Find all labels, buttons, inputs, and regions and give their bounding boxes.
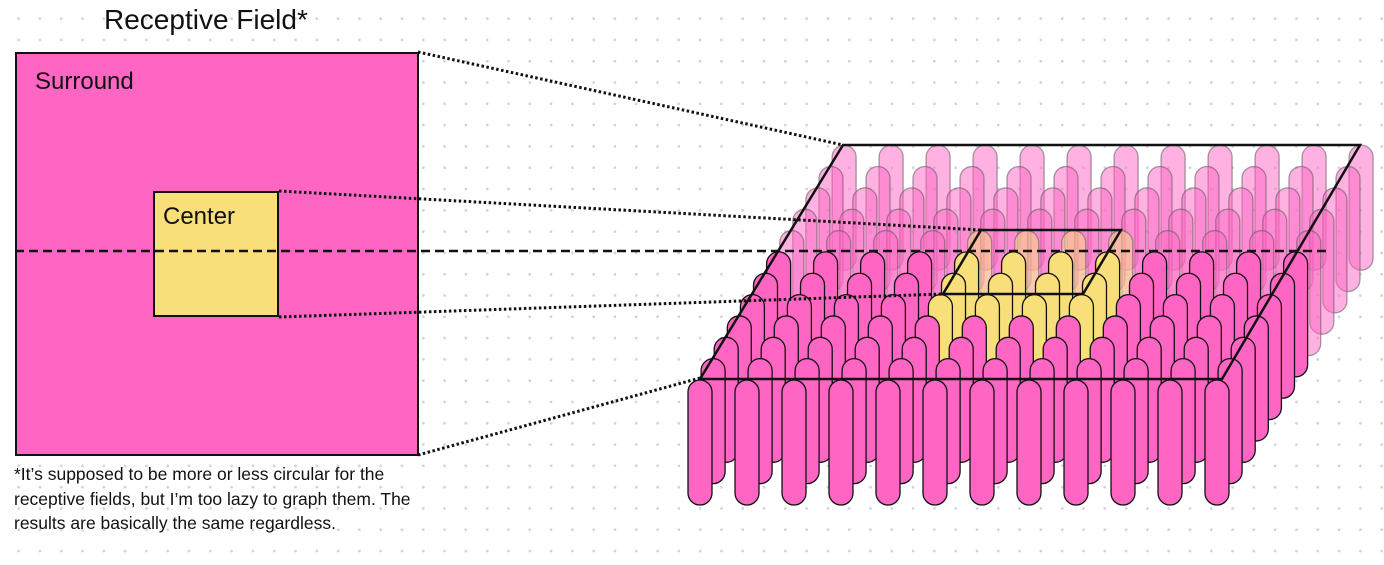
surround-neuron-column [734, 379, 760, 506]
center-region: Center [153, 191, 279, 317]
surround-neuron-column [1157, 379, 1183, 506]
center-bottom-connector [278, 292, 944, 319]
center-top-connector [278, 189, 982, 232]
center-label: Center [163, 203, 236, 230]
surround-neuron-column [969, 379, 995, 506]
surround-neuron-column [1016, 379, 1042, 506]
surround-region: Surround Center [15, 52, 419, 456]
surround-neuron-column [828, 379, 854, 506]
surround-label: Surround [35, 68, 134, 95]
surround-neuron-column [875, 379, 901, 506]
connector-lines [15, 50, 1330, 457]
surround-neuron-column [1063, 379, 1089, 506]
surround-bottom-connector [417, 376, 701, 457]
surround-neuron-column [781, 379, 807, 506]
footnote: *It’s supposed to be more or less circul… [14, 464, 411, 533]
surround-top-connector [417, 50, 844, 147]
surround-neuron-column [1110, 379, 1136, 506]
diagram-title: Receptive Field* [104, 4, 308, 35]
neuron-columns [687, 144, 1374, 506]
surround-neuron-column [1204, 379, 1230, 506]
surround-plane-outline [697, 143, 1363, 381]
surround-neuron-column [687, 379, 713, 506]
surround-neuron-column [922, 379, 948, 506]
